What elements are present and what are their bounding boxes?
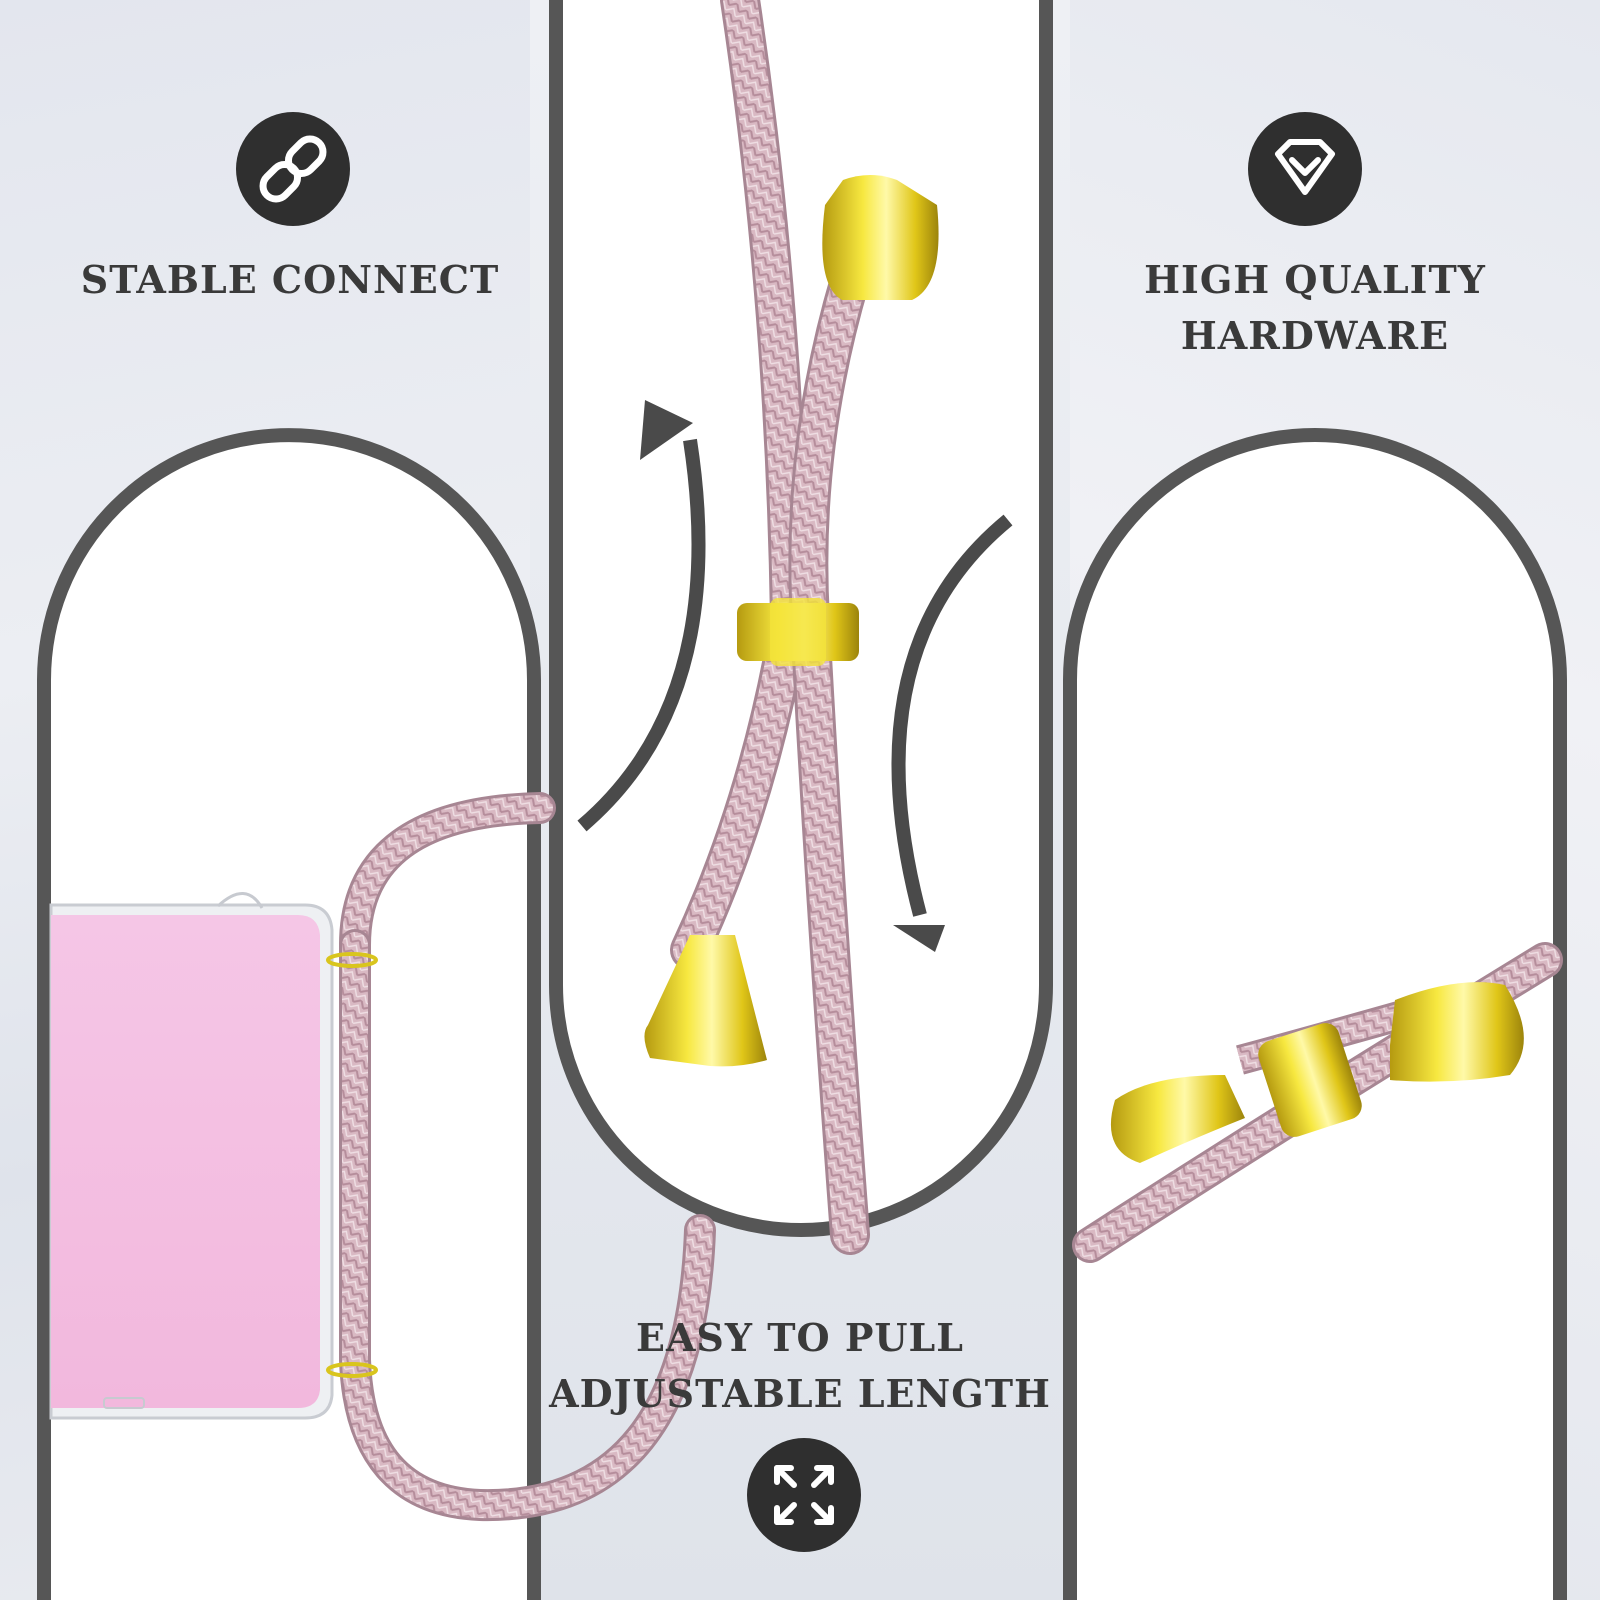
expand-arrows-icon <box>774 1465 834 1525</box>
diamond-icon <box>1275 139 1335 195</box>
phone-case <box>49 892 334 1420</box>
link-icon <box>259 135 327 203</box>
easy-pull-title: EASY TO PULL ADJUSTABLE LENGTH <box>520 1310 1080 1422</box>
stable-connect-title-text: STABLE CONNECT <box>80 257 500 302</box>
easy-pull-title-line1: EASY TO PULL <box>635 1315 964 1360</box>
stable-connect-title: STABLE CONNECT <box>40 252 540 308</box>
expand-arrows-icon-badge <box>747 1438 861 1552</box>
right-frame <box>1063 428 1567 1600</box>
high-quality-title-line1: HIGH QUALITY <box>1144 257 1486 302</box>
lanyard-loop-left <box>326 792 716 1522</box>
rotation-arrows <box>577 400 1013 952</box>
easy-pull-title-line2: ADJUSTABLE LENGTH <box>549 1371 1051 1416</box>
high-quality-title-line2: HARDWARE <box>1180 313 1450 358</box>
diamond-icon-badge <box>1248 112 1362 226</box>
link-icon-badge <box>236 112 350 226</box>
high-quality-title: HIGH QUALITY HARDWARE <box>1050 252 1580 364</box>
right-cord-hardware <box>1072 942 1563 1263</box>
center-hardware <box>644 175 939 1067</box>
